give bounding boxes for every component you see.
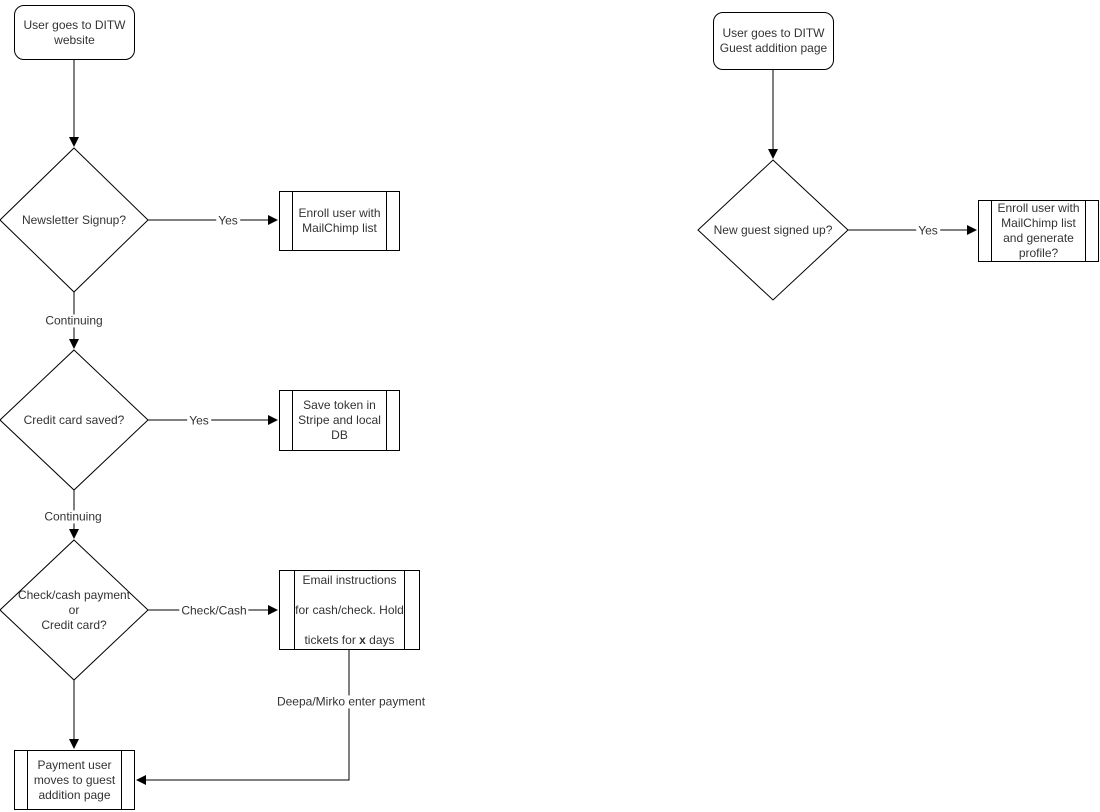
email-line-2: for cash/check. Hold (295, 602, 404, 617)
edge-email-to-payment-box (136, 650, 350, 785)
node-start-website: User goes to DITW website (14, 5, 135, 60)
node-start-website-label: User goes to DITW website (23, 17, 126, 47)
edge-label-deepa-mirko: Deepa/Mirko enter payment (274, 694, 428, 709)
decision-payment-method-shape (0, 539, 149, 681)
decision-new-guest-shape (697, 159, 849, 301)
process-enroll-generate-profile: Enroll user with MailChimp list and gene… (978, 200, 1099, 262)
email-line-3-bold: x (359, 632, 366, 647)
process-enroll-mailchimp: Enroll user with MailChimp list (279, 191, 400, 251)
decision-credit-card-saved-shape (0, 349, 149, 491)
process-save-token-label: Save token in Stripe and local DB (298, 398, 381, 442)
process-payment-user-moves-label: Payment user moves to guest addition pag… (33, 757, 116, 802)
node-start-guest-page: User goes to DITW Guest addition page (713, 12, 834, 70)
edge-label-newsletter-yes: Yes (216, 213, 240, 228)
process-email-instructions-label: Email instructions for cash/check. Hold … (281, 556, 418, 665)
process-enroll-mailchimp-label: Enroll user with MailChimp list (298, 206, 381, 235)
edge-label-check-cash: Check/Cash (179, 603, 249, 618)
process-payment-user-moves: Payment user moves to guest addition pag… (14, 750, 135, 810)
process-save-token: Save token in Stripe and local DB (279, 390, 400, 451)
process-email-instructions: Email instructions for cash/check. Hold … (279, 570, 420, 650)
edge-label-credit-continuing: Continuing (42, 509, 104, 524)
edge-label-guest-yes: Yes (916, 223, 940, 238)
node-start-guest-page-label: User goes to DITW Guest addition page (719, 26, 828, 55)
edge-label-credit-yes: Yes (187, 413, 211, 428)
edge-label-newsletter-continuing: Continuing (43, 313, 105, 328)
decision-newsletter-signup-shape (0, 147, 149, 293)
email-line-1: Email instructions (302, 572, 397, 587)
process-enroll-generate-profile-label: Enroll user with MailChimp list and gene… (997, 201, 1080, 260)
email-line-3: tickets for x days (304, 632, 395, 647)
